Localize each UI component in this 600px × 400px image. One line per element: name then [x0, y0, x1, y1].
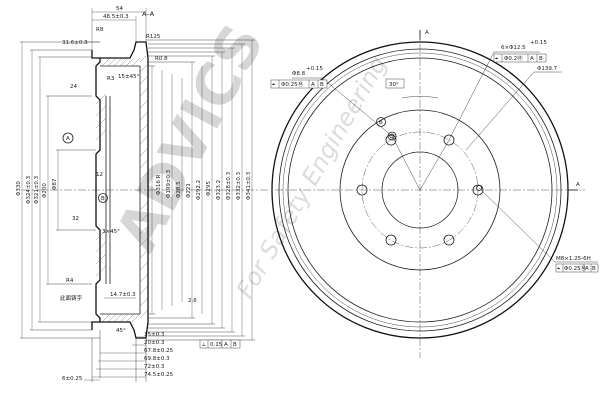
pcd-hole-tol: +0.15	[530, 40, 547, 46]
dim-d200: Φ200	[42, 183, 48, 198]
bolt-hole	[443, 134, 455, 146]
dim-15: 15±0.3	[144, 332, 165, 338]
angle-30-label: 30°	[389, 82, 399, 88]
drum-section-outline	[91, 50, 101, 330]
datum-b-label: B	[101, 196, 105, 202]
datum-a-circle	[62, 132, 74, 144]
bolt-hole	[356, 184, 368, 196]
dim-6: 6±0.25	[62, 376, 83, 382]
dim-r4: R4	[66, 278, 74, 284]
section-mark-top: A	[425, 30, 429, 36]
perp-value: 0.15	[210, 342, 223, 348]
drum-braking-surface	[287, 57, 553, 323]
thread-position-frame: ⌖ Φ0.25Ⓜ A B	[555, 263, 599, 273]
wheel-bolt-holes	[356, 134, 484, 246]
dim-74-5: 74.5±0.25	[144, 372, 174, 378]
dim-r3: R3	[107, 76, 115, 82]
datum-a-label: A	[66, 136, 70, 142]
dim-67-8: 67.8±0.25	[144, 348, 174, 354]
position-datum-a: A	[530, 56, 534, 62]
position-symbol: ⌖	[557, 266, 560, 272]
dim-d292: Φ292.2	[196, 180, 202, 200]
perp-symbol: ⟂	[202, 342, 206, 348]
dim-20: 20±0.3	[144, 340, 165, 346]
dim-chamfer-15: 15±45°	[118, 74, 140, 80]
bolt-hole	[443, 234, 455, 246]
watermark: ADVICS For Safety Engineering	[102, 13, 392, 303]
dim-r0-8: R0.8	[155, 56, 168, 62]
center-bore	[381, 151, 459, 229]
hub-flange-circle	[339, 109, 501, 271]
dim-d316: Φ316 R	[156, 174, 162, 195]
dim-d28-5: Φ28.5	[176, 181, 182, 198]
watermark-brand: ADVICS	[102, 13, 277, 261]
dim-d221: Φ221	[186, 183, 192, 198]
section-label-a-a: A–A	[142, 10, 155, 18]
perp-datum-b: B	[233, 342, 237, 348]
dim-69-8: 69.8±0.3	[144, 356, 170, 362]
position-datum-b: B	[320, 82, 324, 88]
perpendicularity-frame: ⟂ 0.15 A B	[199, 339, 241, 349]
dim-d199: Φ199±0.3	[166, 169, 172, 198]
dim-32: 32	[72, 216, 79, 222]
position-value: Φ0.2Ⓜ	[504, 54, 523, 62]
datum-b-front	[376, 117, 386, 127]
pcd-dim: Φ139.7	[537, 66, 558, 72]
dim-d332: Φ332±0.3	[236, 171, 242, 200]
position-value: Φ0.25Ⓜ	[564, 264, 587, 272]
datum-b-circle	[98, 193, 108, 203]
dim-d330: Φ330	[16, 181, 22, 196]
small-hole-top	[387, 131, 397, 141]
dim-12: 12	[96, 172, 103, 178]
pcd-hole-position-frame: ⌖ Φ0.2Ⓜ A B	[493, 53, 547, 63]
dim-d324: Φ324±0.3	[26, 175, 32, 204]
position-datum-a: A	[311, 82, 315, 88]
perp-datum-a: A	[224, 342, 228, 348]
dim-d321: Φ321±0.3	[34, 175, 40, 204]
position-datum-a: A	[585, 266, 589, 272]
position-datum-b: B	[592, 266, 596, 272]
bolt-hole	[385, 234, 397, 246]
dim-48-5: 48.5±0.3	[103, 14, 129, 20]
dim-r8: R8	[96, 27, 104, 33]
position-datum-b: B	[539, 56, 543, 62]
small-hole-position-frame: ⌖ Φ0.25Ⓜ A B	[270, 79, 328, 89]
note-cast-text: 此面铸字	[60, 294, 83, 302]
dim-d341: Φ341±0.3	[246, 171, 252, 200]
dim-d295: Φ295	[206, 181, 212, 196]
threaded-hole	[476, 185, 482, 191]
thread-dim: M8×1.25-6H	[556, 256, 591, 262]
dim-d328: Φ328±0.3	[226, 171, 232, 200]
dim-14-7: 14.7±0.3	[110, 292, 136, 298]
position-value: Φ0.25Ⓜ	[281, 80, 304, 88]
dim-45-deg: 45°	[116, 328, 126, 334]
drum-rim-inner	[278, 48, 562, 332]
pcd-hole-dim: 6×Φ12.5	[501, 45, 526, 51]
dim-54: 54	[116, 6, 123, 12]
drum-outer-rim	[271, 41, 569, 339]
bolt-hole	[472, 184, 484, 196]
front-view: A A 30° B	[270, 30, 599, 358]
small-hole-tol: +0.15	[306, 66, 323, 72]
dim-24: 24	[70, 84, 77, 90]
datum-b-front-label: B	[379, 120, 383, 126]
section-view: 54 48.5±0.3 R8 31.6±0.3 R125 R0.8 R3 15±…	[16, 6, 268, 382]
small-hole-dim: Φ8.8	[292, 71, 306, 77]
dim-chamfer-3: 3×45°	[102, 229, 120, 235]
section-mark-right: A	[576, 182, 580, 188]
dim-d323: Φ323.2	[216, 180, 222, 200]
position-symbol: ⌖	[495, 56, 498, 62]
dim-2-6: 2.6	[188, 298, 197, 304]
dim-d87: Φ87	[52, 178, 58, 190]
dim-r125: R125	[146, 34, 161, 40]
position-symbol: ⌖	[272, 82, 275, 88]
dim-31-6: 31.6±0.3	[62, 40, 88, 46]
dim-72: 72±0.3	[144, 364, 165, 370]
